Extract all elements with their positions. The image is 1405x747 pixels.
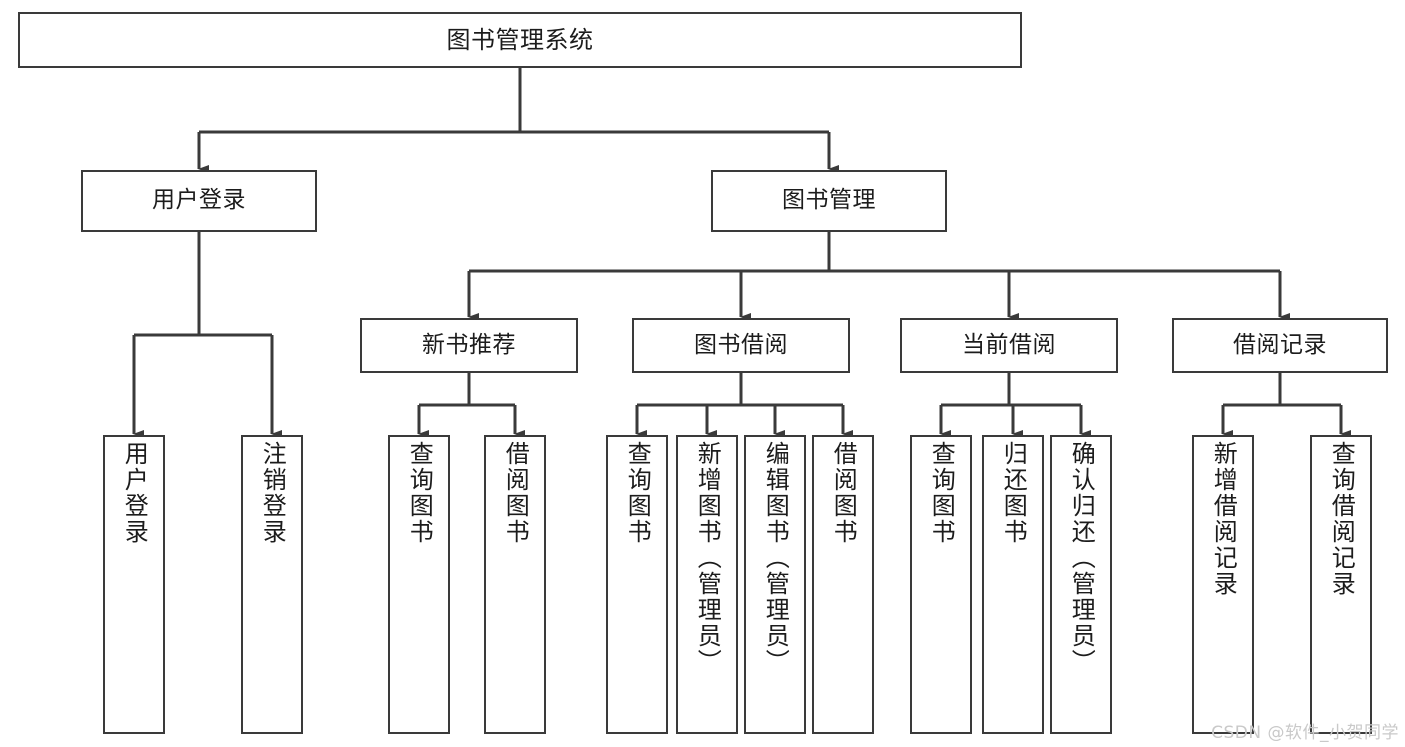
node-label: 图书借阅 [694, 331, 788, 358]
node-leaf-borrow-add[interactable]: 新增图书（管理员） [676, 435, 738, 734]
node-new-book-rec[interactable]: 新书推荐 [360, 318, 578, 373]
node-leaf-rec-search[interactable]: 查询借阅记录 [1310, 435, 1372, 734]
node-label: 借阅图书 [501, 441, 530, 545]
node-label: 查询图书 [405, 441, 434, 545]
node-root[interactable]: 图书管理系统 [18, 12, 1022, 68]
node-current-borrow[interactable]: 当前借阅 [900, 318, 1118, 373]
node-leaf-borrow-query[interactable]: 查询图书 [606, 435, 668, 734]
node-label: 图书管理 [782, 187, 876, 214]
node-leaf-user-login[interactable]: 用户登录 [103, 435, 165, 734]
node-leaf-cur-confirm[interactable]: 确认归还（管理员） [1050, 435, 1112, 734]
node-label: 查询图书 [623, 441, 652, 545]
node-leaf-rec-borrow[interactable]: 借阅图书 [484, 435, 546, 734]
node-leaf-user-logout[interactable]: 注销登录 [241, 435, 303, 734]
node-label: 新增借阅记录 [1209, 441, 1238, 597]
node-label: 归还图书 [999, 441, 1028, 545]
node-label: 编辑图书（管理员） [761, 441, 790, 675]
node-book-borrow[interactable]: 图书借阅 [632, 318, 850, 373]
node-leaf-cur-query[interactable]: 查询图书 [910, 435, 972, 734]
node-label: 用户登录 [120, 441, 149, 545]
node-leaf-borrow-edit[interactable]: 编辑图书（管理员） [744, 435, 806, 734]
node-label: 确认归还（管理员） [1067, 441, 1096, 675]
node-label: 新书推荐 [422, 331, 516, 358]
node-label: 图书管理系统 [446, 25, 594, 54]
node-label: 新增图书（管理员） [693, 441, 722, 675]
node-user-login[interactable]: 用户登录 [81, 170, 317, 232]
node-label: 借阅图书 [829, 441, 858, 545]
node-label: 用户登录 [152, 187, 246, 214]
node-leaf-borrow-lend[interactable]: 借阅图书 [812, 435, 874, 734]
node-borrow-record[interactable]: 借阅记录 [1172, 318, 1388, 373]
node-label: 当前借阅 [962, 331, 1056, 358]
node-label: 借阅记录 [1233, 331, 1327, 358]
node-label: 注销登录 [258, 441, 287, 545]
node-label: 查询借阅记录 [1327, 441, 1356, 597]
node-leaf-cur-return[interactable]: 归还图书 [982, 435, 1044, 734]
node-leaf-rec-add[interactable]: 新增借阅记录 [1192, 435, 1254, 734]
connector-lines [132, 68, 1351, 438]
node-leaf-rec-query[interactable]: 查询图书 [388, 435, 450, 734]
node-book-manage[interactable]: 图书管理 [711, 170, 947, 232]
node-label: 查询图书 [927, 441, 956, 545]
